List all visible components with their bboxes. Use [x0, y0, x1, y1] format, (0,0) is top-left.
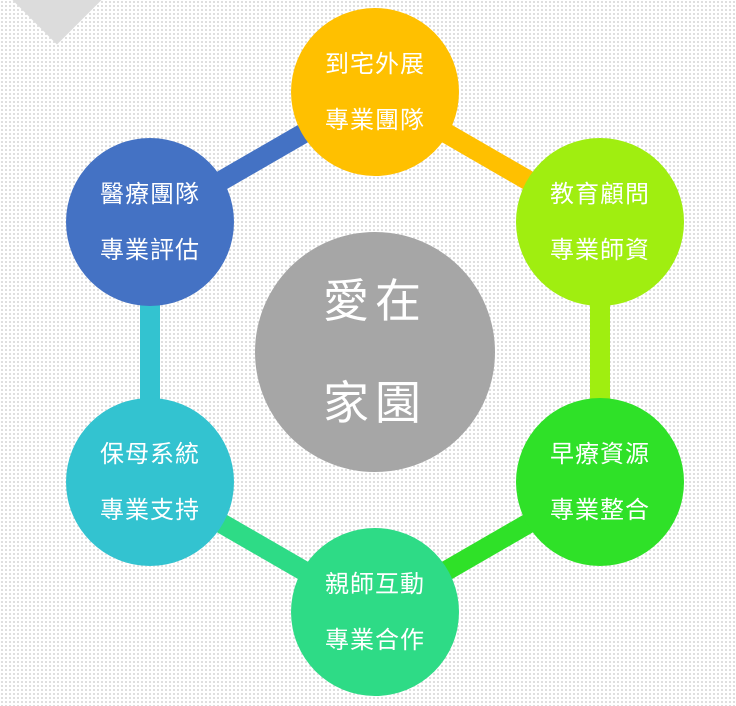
node-label-line2: 專業師資	[550, 236, 650, 264]
node-label-line2: 專業團隊	[325, 106, 425, 134]
node-label-line1: 親師互動	[325, 570, 425, 598]
node-early-intervention: 早療資源 專業整合	[516, 398, 684, 566]
node-label-line2: 專業支持	[100, 496, 200, 524]
node-nanny-system: 保母系統 專業支持	[66, 398, 234, 566]
center-circle: 愛在 家園	[255, 232, 495, 472]
node-education-advisor: 教育顧問 專業師資	[516, 138, 684, 306]
node-label-line2: 專業評估	[100, 236, 200, 264]
node-label-line2: 專業整合	[550, 496, 650, 524]
center-label-line1: 愛在	[323, 274, 427, 328]
node-home-visit-team: 到宅外展 專業團隊	[291, 8, 459, 176]
node-label-line1: 早療資源	[550, 440, 650, 468]
node-parent-teacher: 親師互動 專業合作	[291, 528, 459, 696]
node-label-line1: 到宅外展	[325, 50, 425, 78]
node-label-line2: 專業合作	[325, 626, 425, 654]
node-label-line1: 教育顧問	[550, 180, 650, 208]
center-label-line2: 家園	[323, 376, 427, 430]
node-label-line1: 保母系統	[100, 440, 200, 468]
node-label-line1: 醫療團隊	[100, 180, 200, 208]
node-medical-team: 醫療團隊 專業評估	[66, 138, 234, 306]
